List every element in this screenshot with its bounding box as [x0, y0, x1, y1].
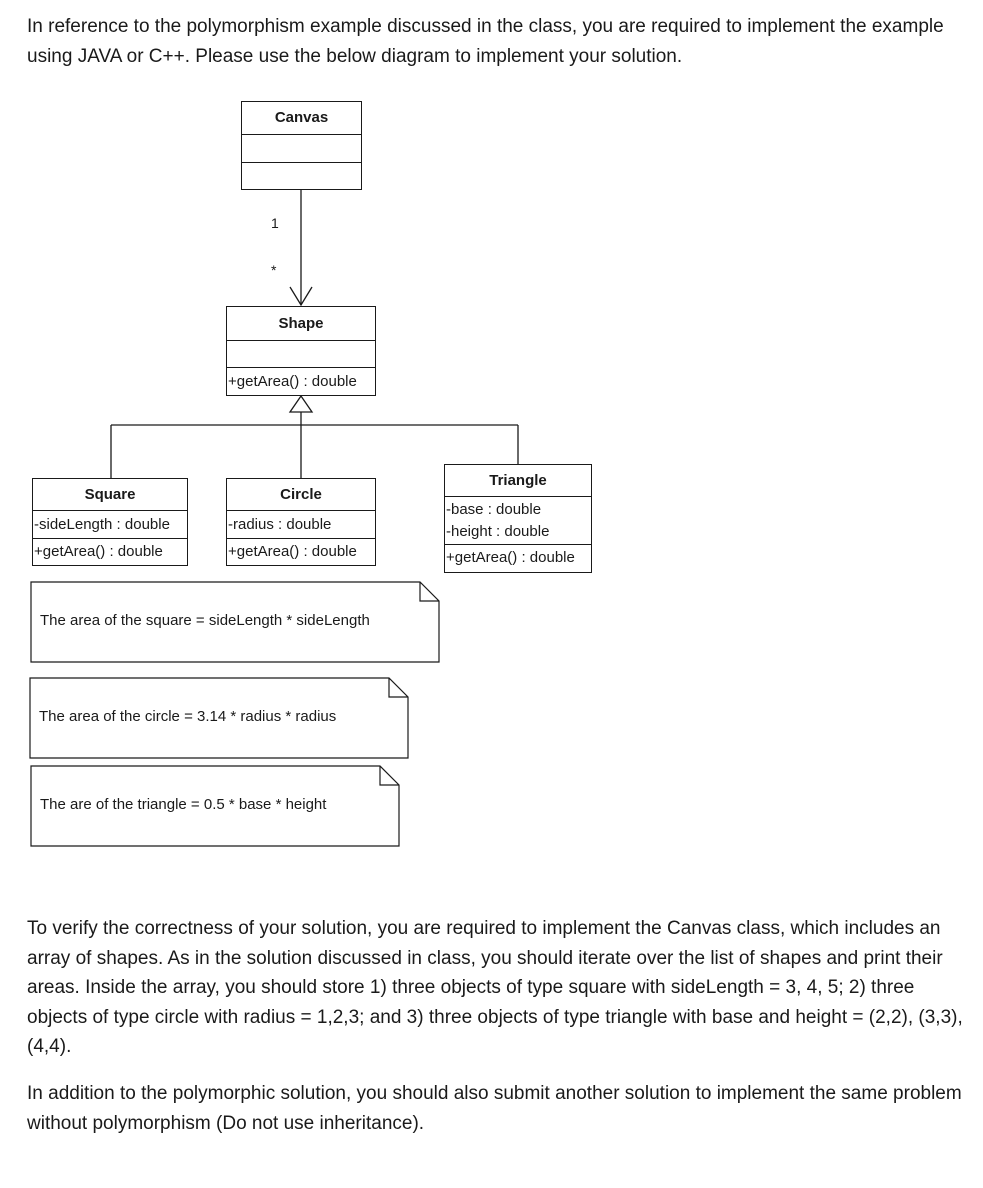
- multiplicity-target: *: [271, 262, 277, 278]
- class-circle-attribute: -radius : double: [227, 510, 375, 538]
- class-square-attribute: -sideLength : double: [33, 510, 187, 538]
- class-circle-name: Circle: [280, 486, 322, 503]
- note-circle-outline: [29, 677, 409, 759]
- class-canvas-methods: [242, 162, 361, 189]
- note-triangle-outline: [30, 765, 400, 847]
- uml-diagram-connectors: [29, 189, 519, 847]
- class-shape-attributes: [227, 340, 375, 367]
- generalization-arrowhead: [288, 394, 314, 413]
- class-circle: Circle -radius : double +getArea() : dou…: [226, 478, 376, 566]
- class-canvas-name: Canvas: [274, 109, 329, 126]
- intro-paragraph: In reference to the polymorphism example…: [27, 16, 944, 67]
- class-triangle-attribute-height: -height : double: [446, 523, 550, 540]
- class-triangle-attributes: -base : double -height : double: [445, 496, 591, 544]
- class-canvas: Canvas: [241, 101, 362, 190]
- association-arrowhead: [289, 286, 313, 307]
- class-square: Square -sideLength : double +getArea() :…: [32, 478, 188, 566]
- class-triangle-attribute-base: -base : double: [446, 501, 542, 518]
- class-square-method: +getArea() : double: [33, 538, 187, 565]
- class-square-name: Square: [84, 486, 136, 503]
- class-circle-method: +getArea() : double: [227, 538, 375, 565]
- class-shape: Shape +getArea() : double: [226, 306, 376, 396]
- addition-paragraph: In addition to the polymorphic solution,…: [27, 1083, 962, 1134]
- class-triangle: Triangle -base : double -height : double…: [444, 464, 592, 573]
- class-shape-name: Shape: [278, 315, 324, 332]
- class-shape-method: +getArea() : double: [227, 367, 375, 395]
- note-triangle-area: The are of the triangle = 0.5 * base * h…: [40, 796, 327, 813]
- note-circle-area: The area of the circle = 3.14 * radius *…: [39, 708, 337, 725]
- note-square-area: The area of the square = sideLength * si…: [40, 612, 370, 629]
- multiplicity-source: 1: [271, 215, 279, 231]
- verify-paragraph: To verify the correctness of your soluti…: [27, 918, 963, 1057]
- class-canvas-attributes: [242, 134, 361, 162]
- class-triangle-method: +getArea() : double: [445, 544, 591, 571]
- class-triangle-name: Triangle: [489, 472, 547, 489]
- note-square-outline: [30, 581, 440, 663]
